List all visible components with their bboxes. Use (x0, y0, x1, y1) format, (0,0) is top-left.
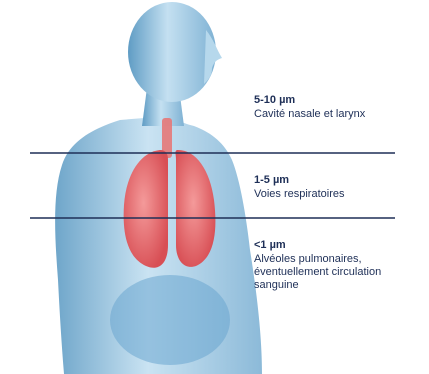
zone-size-label: 1-5 µm (254, 174, 345, 187)
zone-size-label: <1 µm (254, 239, 381, 252)
zone-nasal-larynx: 5-10 µm Cavité nasale et larynx (254, 94, 365, 121)
zone-description: Alvéoles pulmonaires, éventuellement cir… (254, 253, 381, 292)
abdomen-organs (110, 275, 230, 365)
zone-size-label: 5-10 µm (254, 94, 365, 107)
zone-description: Cavité nasale et larynx (254, 108, 365, 121)
head-shape (128, 2, 216, 102)
zone-description: Voies respiratoires (254, 188, 345, 201)
zone-airways: 1-5 µm Voies respiratoires (254, 174, 345, 201)
zone-alveoli: <1 µm Alvéoles pulmonaires, éventuelleme… (254, 239, 381, 292)
